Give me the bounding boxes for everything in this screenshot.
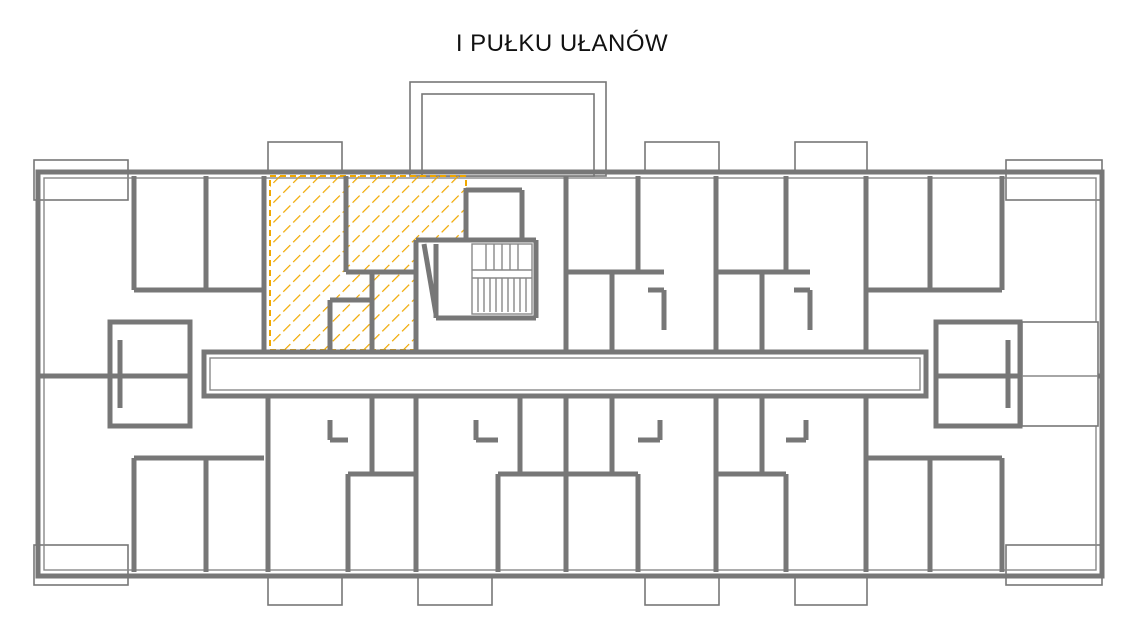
bottom-balconies [33,544,1103,606]
balcony-top-3 [794,141,868,173]
balcony-top-right [1005,159,1103,201]
balcony-top-1 [267,141,343,173]
balcony-bottom-4 [794,574,868,606]
east-balcony [1021,321,1099,427]
staircase [421,243,533,318]
balcony-bottom-left [33,544,129,586]
central-corridor-inner [209,357,921,391]
apartment-area [270,176,466,350]
balcony-bottom-2 [417,574,493,606]
balcony-bottom-right [1005,544,1103,586]
street-label: I PUŁKU UŁANÓW [455,30,669,57]
balcony-bottom-3 [644,574,720,606]
entrance-canopy-inner [421,93,595,177]
balcony-bottom-1 [267,574,343,606]
balcony-top-2 [644,141,720,173]
top-balconies [33,81,1103,201]
south-walls [131,396,1005,572]
balcony-top-left [33,159,129,201]
end-units [38,319,1102,429]
north-walls [131,176,1005,355]
corridor [201,349,929,399]
